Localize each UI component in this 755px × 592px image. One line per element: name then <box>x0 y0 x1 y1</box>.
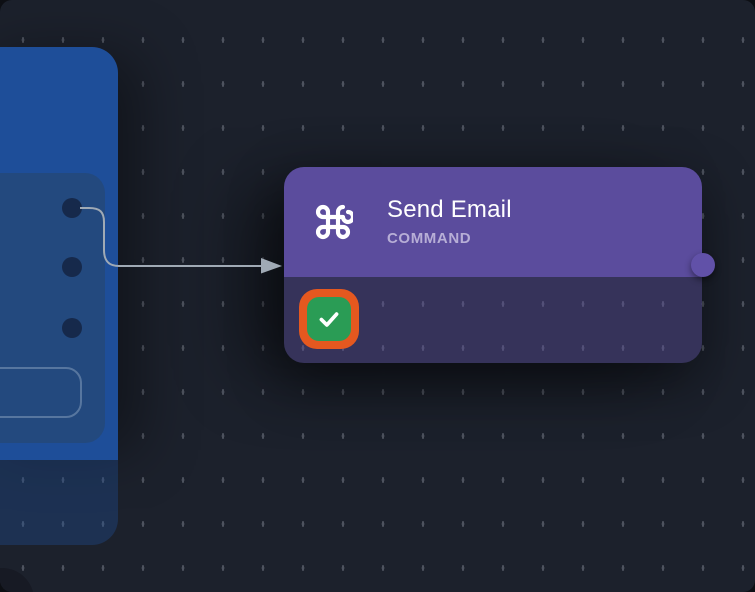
send-email-node[interactable]: Send Email COMMAND <box>284 167 715 363</box>
status-badge[interactable] <box>299 289 359 349</box>
send-email-node-body <box>284 277 702 363</box>
edge-arrowhead <box>261 258 282 274</box>
left-node-port-3[interactable] <box>62 318 82 338</box>
send-email-node-titles: Send Email COMMAND <box>387 195 512 248</box>
left-node-port-1[interactable] <box>62 198 82 218</box>
left-node-button-outline[interactable] <box>0 367 82 418</box>
command-icon <box>315 204 353 240</box>
status-badge-background <box>307 297 351 341</box>
check-icon <box>319 312 339 327</box>
send-email-output-port[interactable] <box>691 253 715 277</box>
node-title: Send Email <box>387 195 512 223</box>
node-subtitle: COMMAND <box>387 230 472 248</box>
left-node-port-2[interactable] <box>62 257 82 277</box>
corner-blob <box>0 568 34 592</box>
send-email-node-header[interactable]: Send Email COMMAND <box>284 167 702 277</box>
left-node-footer <box>0 460 118 545</box>
